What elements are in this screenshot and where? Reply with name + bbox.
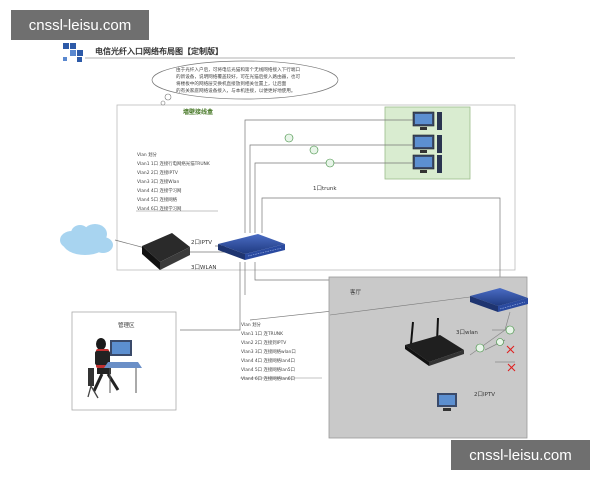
vlan-row: Vlan4 4口 连接网络lan4口 xyxy=(241,359,295,364)
main-switch-icon xyxy=(218,234,285,260)
vlan-header: Vlan 划分 xyxy=(241,323,261,328)
page-title: 电信光纤入口网络布局图【定制版】 xyxy=(95,47,223,56)
trunk-label: 1口trunk xyxy=(313,186,337,192)
vlan-row: Vlan3 3口 连接网络wlan口 xyxy=(241,350,296,355)
note-line: 的新设备，说明网络覆盖较好，可在光猫后接入路由器，也可 xyxy=(176,75,301,80)
pc-icon xyxy=(412,111,442,130)
wall-box-label: 墙壁接线盒 xyxy=(183,109,214,116)
admin-workstation-icon xyxy=(87,338,142,399)
wireless-router-icon xyxy=(405,317,464,366)
vlan-row: Vlan4 4口 连接学习网 xyxy=(137,189,182,194)
wlan-ap-label: 3口wlan xyxy=(456,330,478,336)
iptv-label: 2口IPTV xyxy=(191,240,213,246)
note-line: 由于光纤入户后，可将电信光猫和第个无线网络接入下行端口 xyxy=(176,68,301,73)
brand-logo-icon xyxy=(63,43,83,62)
vlan-row: Vlan4 5口 连接网络lan5口 xyxy=(241,368,295,373)
vlan-row: Vlan4 6口 连接网络lan6口 xyxy=(241,377,295,382)
note-text: 由于光纤入户后，可将电信光猫和第个无线网络接入下行端口 的新设备，说明网络覆盖较… xyxy=(176,67,316,95)
vlan-row: Vlan3 3口 连接Wlan xyxy=(137,180,180,185)
wlan-label: 3口WLAN xyxy=(191,265,217,271)
vlan-row: Vlan4 6口 连接学习网 xyxy=(137,207,182,212)
pc-icon xyxy=(412,154,442,173)
watermark-bottom: cnssl-leisu.com xyxy=(451,440,590,470)
vlan-row: Vlan4 5口 连接网络 xyxy=(137,198,178,203)
vlan-row: Vlan1 1口 连接行电网络光猫TRUNK xyxy=(137,162,210,167)
management-area-label: 管理区 xyxy=(118,323,135,329)
vlan-row: Vlan1 1口 连TRUNK xyxy=(241,332,283,337)
iptv-bottom-label: 2口IPTV xyxy=(474,392,496,398)
blocked-port-icon xyxy=(506,345,516,372)
vlan-header: Vlan 划分 xyxy=(137,153,157,158)
living-switch-icon xyxy=(470,288,528,312)
watermark-top: cnssl-leisu.com xyxy=(11,10,149,40)
iptv-tv-icon xyxy=(437,393,457,411)
vlan-row: Vlan2 2口 连接IPTV xyxy=(137,171,178,176)
vlan-table-top: Vlan 划分 Vlan1 1口 连接行电网络光猫TRUNK Vlan2 2口 … xyxy=(137,151,210,214)
pc-icon xyxy=(412,134,442,153)
note-line: 的有关家庭网络设备接入，与本机连接，以便更好地使用。 xyxy=(176,89,296,94)
link-node-icon xyxy=(475,325,515,353)
wall-box-frame xyxy=(116,104,516,271)
vlan-table-bottom: Vlan 划分 Vlan1 1口 连TRUNK Vlan2 2口 连接到IPTV… xyxy=(241,321,296,384)
optical-modem-icon xyxy=(142,233,190,270)
link-node-icon xyxy=(284,133,335,168)
living-room-label: 客厅 xyxy=(350,290,362,296)
note-line: 将楼板中的网络层交换机直接放到相关位置上，让后面 xyxy=(176,82,287,87)
vlan-row: Vlan2 2口 连接到IPTV xyxy=(241,341,287,346)
internet-cloud-icon xyxy=(60,224,113,255)
note-cloud xyxy=(151,60,339,106)
